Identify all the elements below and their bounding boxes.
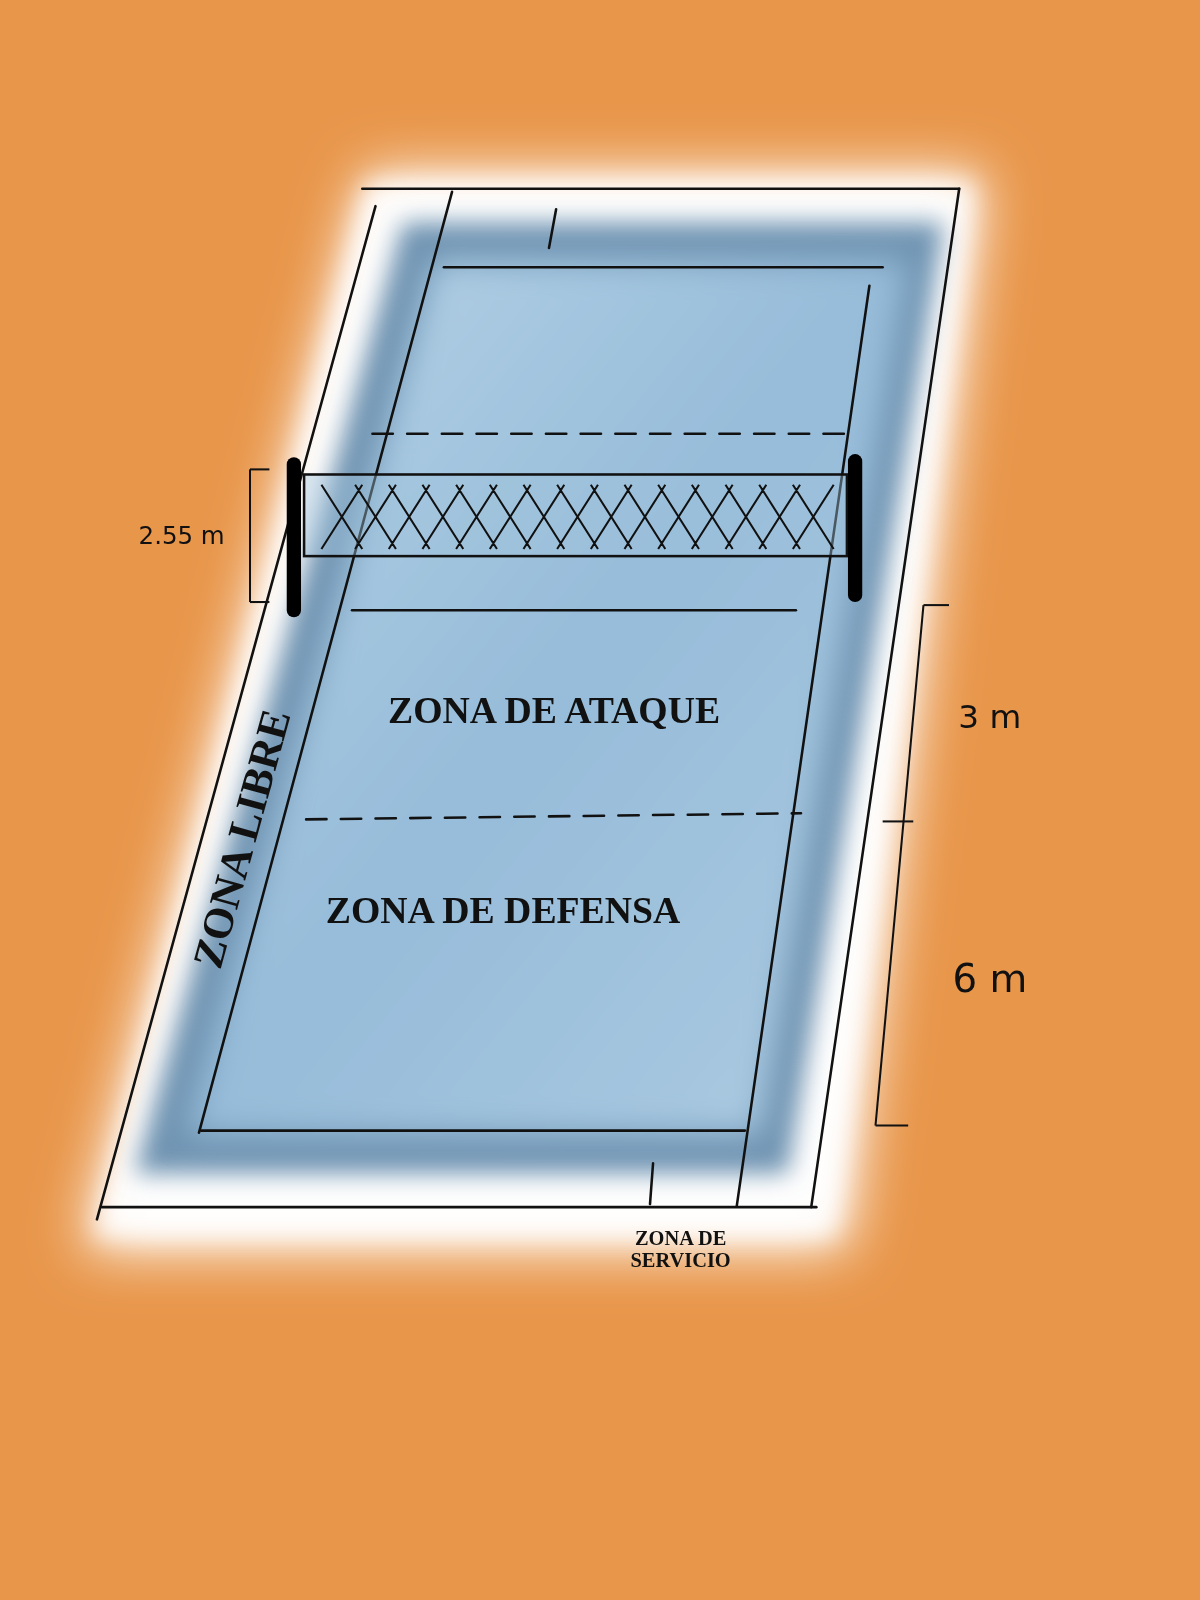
glow	[82, 173, 985, 1250]
zone-label: ZONA LIBRE	[184, 705, 300, 974]
glow-core	[94, 182, 975, 1237]
dimension-label: 2.55 m	[139, 522, 225, 549]
zone-label: ZONA DE ATAQUE	[388, 690, 720, 732]
court-edge	[135, 222, 944, 1173]
zone-label: ZONA DE DEFENSA	[326, 890, 681, 932]
dimension-label: 3 m	[958, 699, 1021, 735]
court-surface	[186, 260, 908, 1134]
zone-label: ZONA DE SERVICIO	[604, 1227, 757, 1272]
net	[294, 461, 855, 610]
court-lines	[97, 189, 959, 1220]
dimension-brackets	[250, 469, 949, 1125]
dimension-label: 6 m	[952, 958, 1027, 1001]
